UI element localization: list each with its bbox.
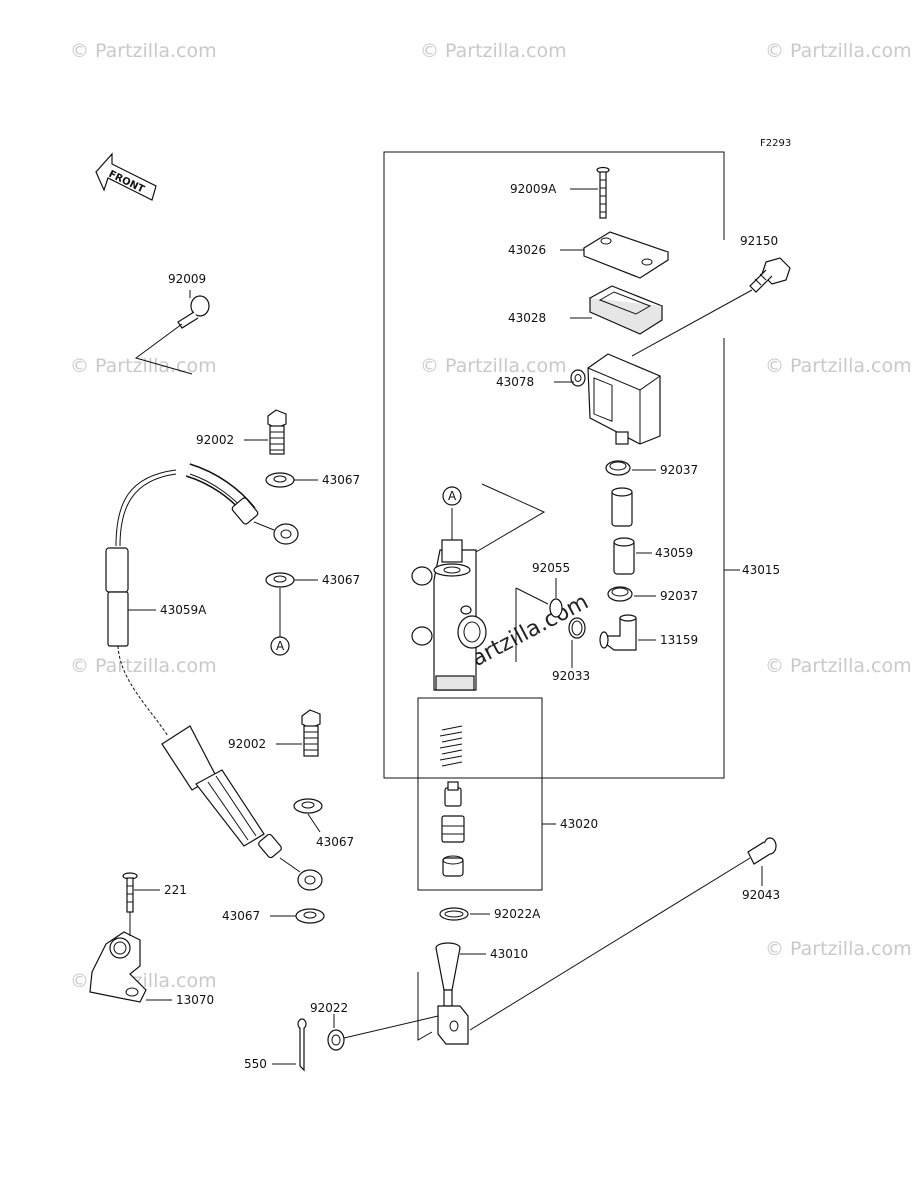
leader-line [515, 587, 549, 662]
leader-line [417, 972, 433, 1041]
master-cylinder-body-part [411, 539, 487, 691]
crush-washer-part [293, 798, 323, 814]
circlip-part [568, 617, 586, 639]
part-label-43059A: 43059A [160, 603, 207, 617]
bolt-92009-part [177, 295, 210, 329]
part-label-92002-lower: 92002 [228, 737, 266, 751]
part-label-43026: 43026 [508, 243, 546, 257]
crush-washer-part [265, 472, 295, 488]
washer-part [327, 1029, 345, 1051]
reservoir-cap-part [582, 231, 670, 279]
piston-kit-parts [439, 725, 465, 877]
o-ring-part [549, 598, 563, 618]
part-label-13159: 13159 [660, 633, 698, 647]
push-rod-part [435, 942, 469, 1045]
figure-code: F2293 [760, 138, 791, 149]
part-label-43067-b: 43067 [322, 573, 360, 587]
diaphragm-part [588, 285, 664, 335]
banjo-bolt-part [267, 409, 287, 455]
watermark: © Partzilla.com [70, 40, 217, 62]
piston-kit-box [417, 697, 543, 891]
watermark: © Partzilla.com [765, 655, 912, 677]
ref-marker-label: A [276, 639, 285, 653]
hose-clamp-part [605, 460, 631, 476]
brake-hose-part [105, 460, 323, 891]
part-label-92002-upper: 92002 [196, 433, 234, 447]
watermarks: © Partzilla.com © Partzilla.com © Partzi… [70, 40, 912, 992]
ref-marker-A [442, 486, 462, 506]
ref-marker-A [270, 636, 290, 656]
crush-washer-part [295, 908, 325, 924]
front-arrow-icon: FRONT [95, 152, 157, 201]
circlip-part [439, 907, 469, 921]
screw-92009A-part [596, 166, 610, 219]
crush-washer-part [265, 572, 295, 588]
watermark: © Partzilla.com [70, 355, 217, 377]
hose-clamp-part [607, 586, 633, 602]
part-label-43015: 43015 [742, 563, 780, 577]
part-label-92037-lower: 92037 [660, 589, 698, 603]
banjo-bolt-part [301, 709, 321, 757]
part-label-92033: 92033 [552, 669, 590, 683]
leader-line [469, 857, 751, 1031]
part-label-92022A: 92022A [494, 907, 541, 921]
ref-leader-line [475, 483, 546, 553]
part-label-43059: 43059 [655, 546, 693, 560]
watermark: © Partzilla.com [70, 655, 217, 677]
part-label-92055: 92055 [532, 561, 570, 575]
part-label-92043: 92043 [742, 888, 780, 902]
leader-line [343, 1015, 439, 1039]
leader-line [134, 323, 193, 375]
pin-92043-part [747, 837, 777, 865]
elbow-fitting-part [599, 614, 637, 651]
part-label-92022: 92022 [310, 1001, 348, 1015]
part-label-92009: 92009 [168, 272, 206, 286]
part-label-13070: 13070 [176, 993, 214, 1007]
watermark: © Partzilla.com [765, 355, 912, 377]
watermark: © Partzilla.com [420, 40, 567, 62]
part-label-43067-d: 43067 [222, 909, 260, 923]
watermark: © Partzilla.com [420, 355, 567, 377]
part-label-92150: 92150 [740, 234, 778, 248]
part-label-550: 550 [244, 1057, 267, 1071]
bolt-92150-part [749, 257, 791, 293]
leader-line [631, 289, 753, 357]
part-label-221: 221 [164, 883, 187, 897]
watermark: © Partzilla.com [765, 40, 912, 62]
part-label-43010: 43010 [490, 947, 528, 961]
cotter-pin-part [297, 1018, 307, 1072]
hose-clamp-bracket-part [89, 912, 147, 1003]
part-label-92009A: 92009A [510, 182, 557, 196]
part-label-43078: 43078 [496, 375, 534, 389]
reservoir-body-part [570, 353, 661, 445]
leader-line [307, 813, 321, 833]
screw-221-part [122, 872, 138, 913]
hose-part [611, 487, 635, 575]
assembly-box-outline [383, 151, 725, 779]
part-label-43028: 43028 [508, 311, 546, 325]
watermark: © Partzilla.com [765, 938, 912, 960]
ref-marker-label: A [448, 489, 457, 503]
part-label-43067-a: 43067 [322, 473, 360, 487]
part-label-43067-c: 43067 [316, 835, 354, 849]
part-label-43020: 43020 [560, 817, 598, 831]
part-label-92037-upper: 92037 [660, 463, 698, 477]
